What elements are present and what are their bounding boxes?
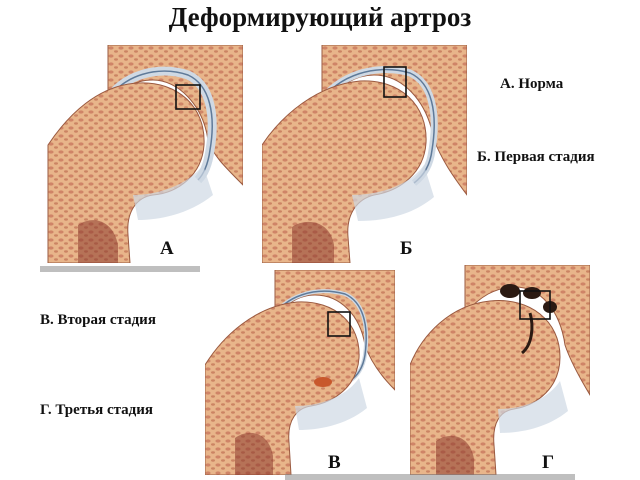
- highlight-box-a: [175, 84, 201, 110]
- legend-norm: А. Норма: [500, 76, 564, 92]
- panel-g-stage-3: [410, 265, 590, 475]
- panel-v-stage-2: [205, 270, 395, 475]
- panel-b-stage-1: [262, 45, 467, 263]
- panel-label-v: В: [328, 452, 341, 473]
- cropped-caption-strip: [40, 266, 200, 272]
- legend-stage-3: Г. Третья стадия: [40, 402, 154, 418]
- hip-joint-illustration-v: [205, 270, 395, 475]
- panel-a-normal-joint: [38, 45, 243, 263]
- highlight-box-v: [327, 311, 351, 337]
- highlight-box-b: [383, 66, 407, 98]
- legend-stage-2: В. Вторая стадия: [40, 312, 156, 328]
- legend-stage-1: Б. Первая стадия: [477, 149, 595, 165]
- cropped-caption-strip: [285, 474, 575, 480]
- page-title: Деформирующий артроз: [168, 2, 472, 32]
- hip-joint-illustration-a: [47, 45, 243, 263]
- hip-joint-illustration-b: [262, 45, 467, 263]
- panel-label-b: Б: [400, 238, 413, 259]
- panel-label-a: А: [160, 238, 174, 259]
- highlight-box-g: [519, 290, 551, 320]
- panel-label-g: Г: [542, 452, 555, 473]
- hip-joint-illustration-g: [410, 265, 590, 475]
